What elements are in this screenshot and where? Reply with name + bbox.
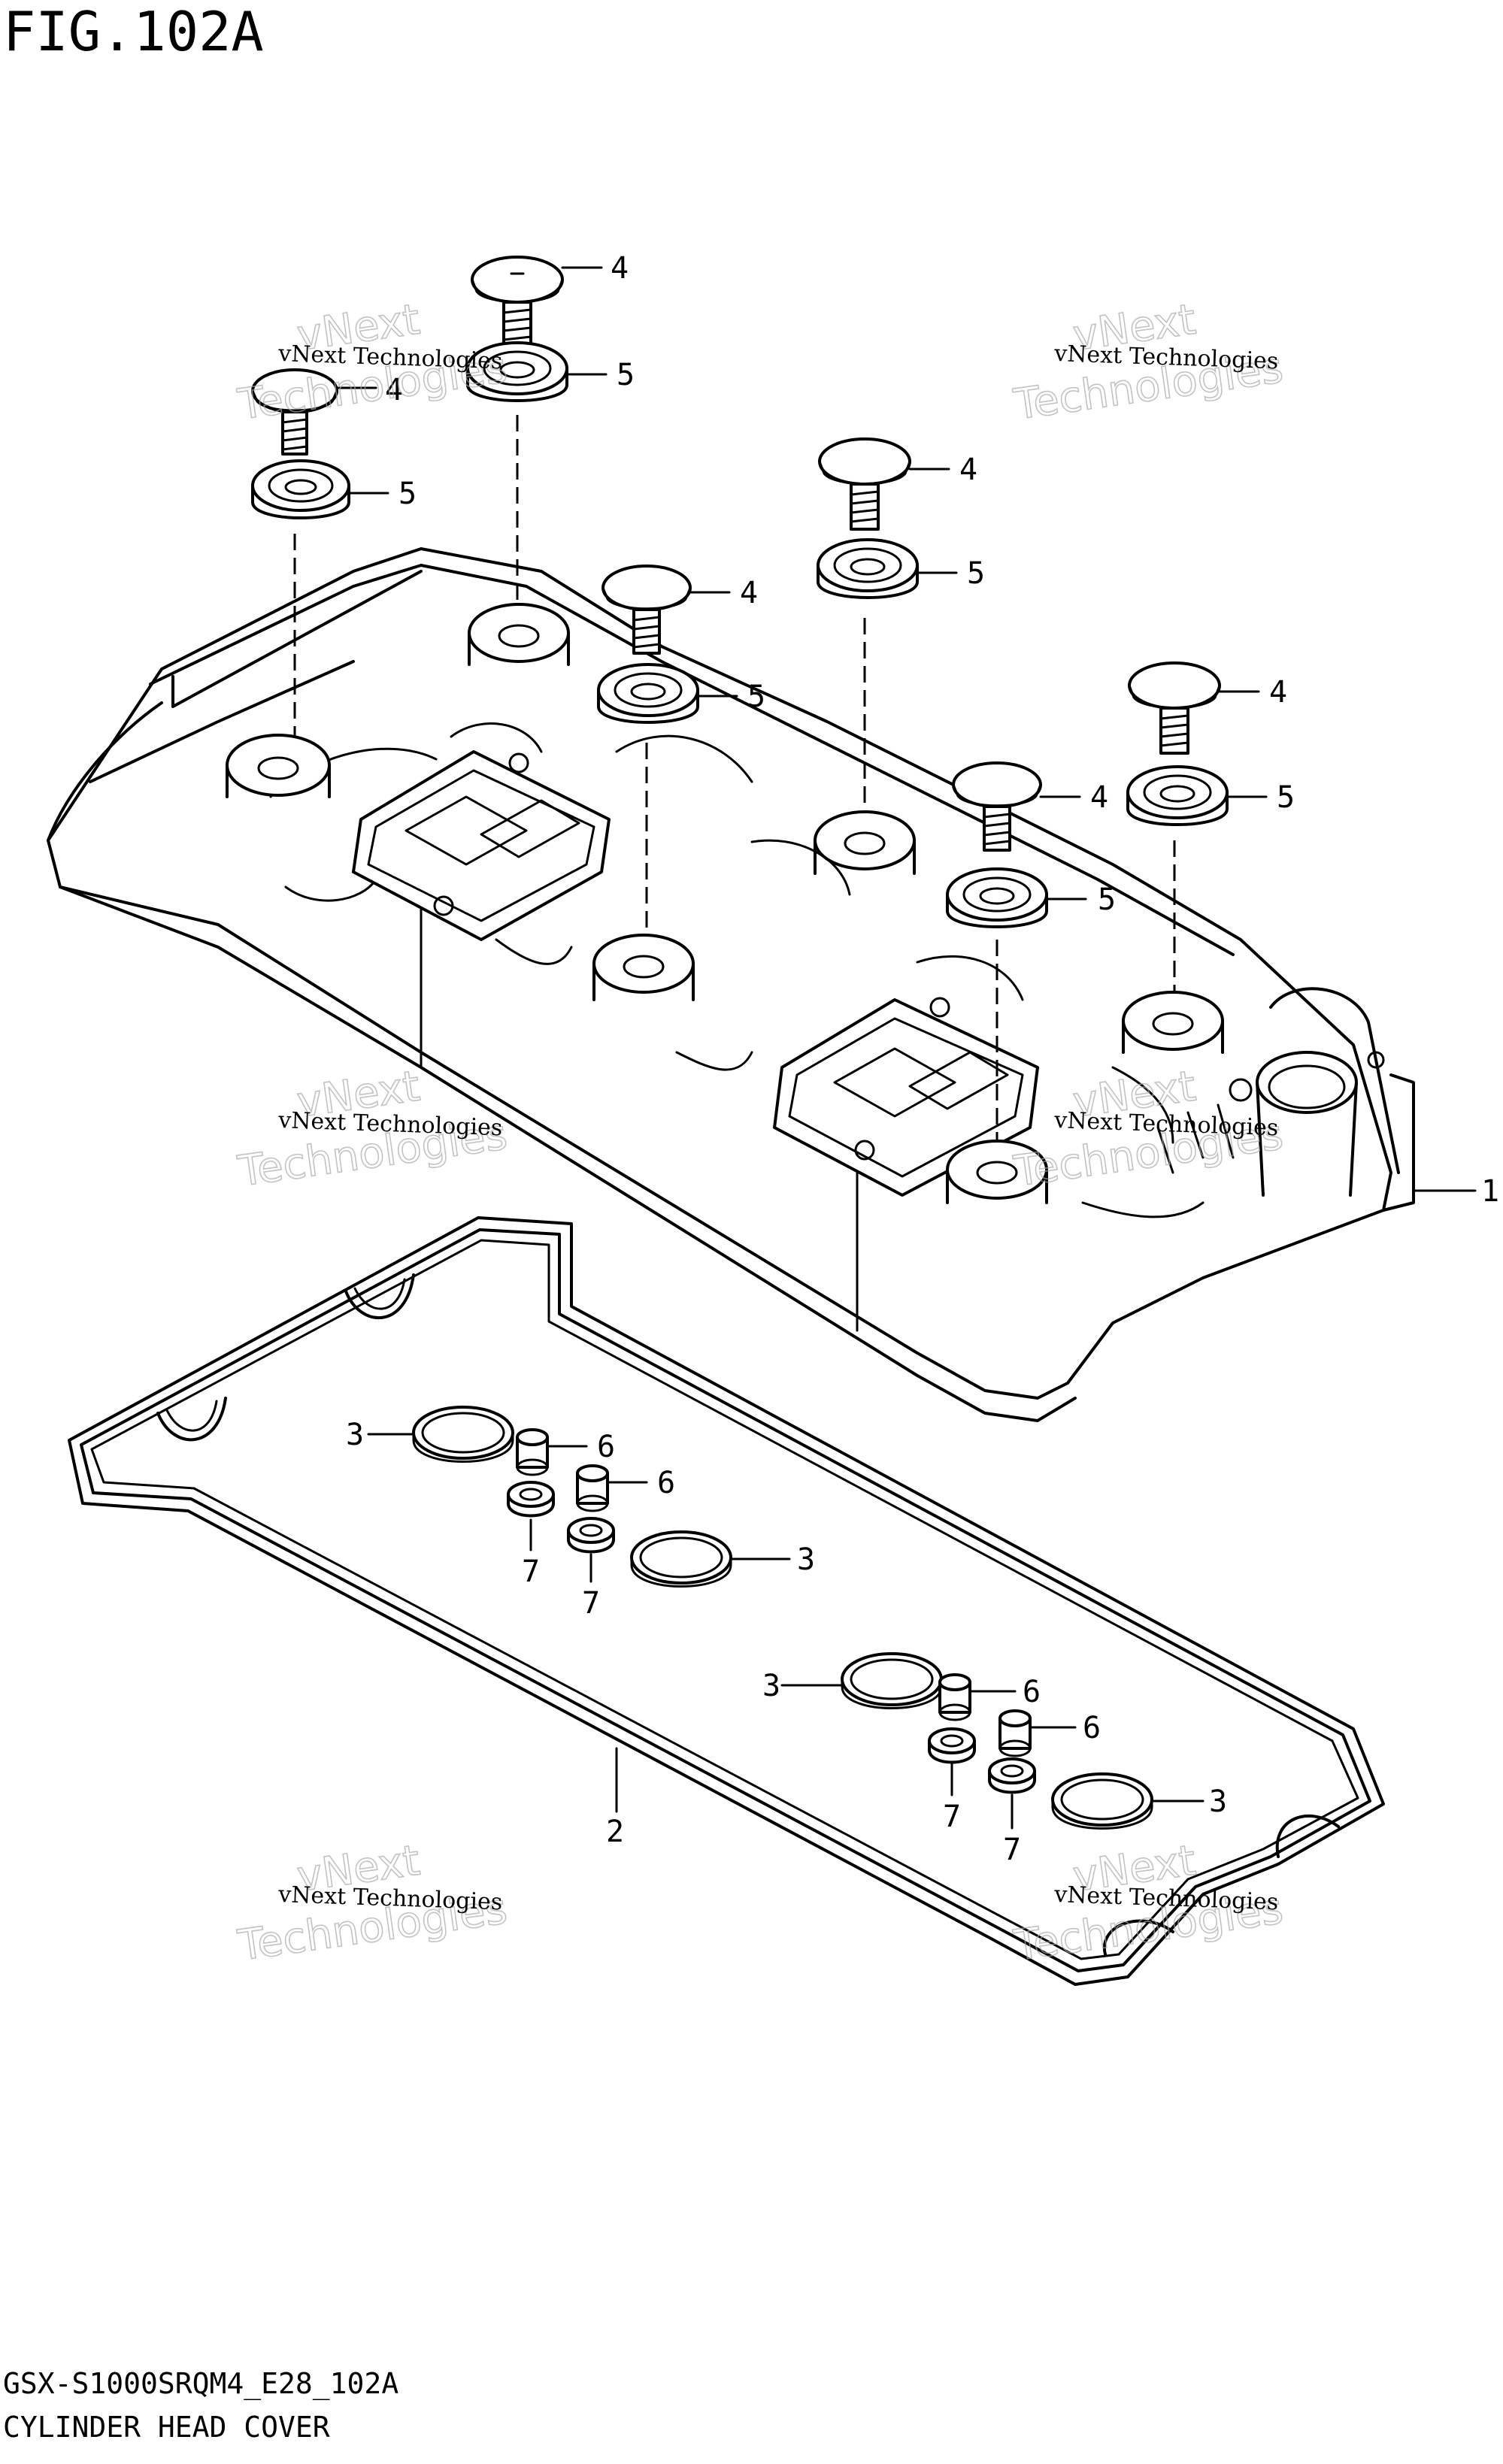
svg-text:vNext Technologies: vNext Technologies — [277, 1107, 503, 1141]
cover-boss — [946, 1140, 1048, 1204]
cover-boss — [226, 734, 331, 798]
callout-1: 1 — [1481, 1174, 1499, 1209]
callout-7: 7 — [1003, 1833, 1021, 1867]
svg-text:vNext Technologies: vNext Technologies — [1053, 341, 1279, 374]
watermark: vNext Technologies vNext Technologies — [1010, 295, 1286, 431]
small-seal — [988, 1757, 1036, 1794]
cover-bolt — [602, 565, 692, 655]
o-ring — [412, 1406, 514, 1463]
callout-4: 4 — [1269, 675, 1287, 710]
callout-3: 3 — [797, 1542, 815, 1577]
sealing-washer — [817, 538, 919, 599]
cover-bolt — [952, 761, 1042, 852]
dowel-pin — [576, 1464, 609, 1512]
callout-3: 3 — [762, 1669, 780, 1703]
small-seal — [567, 1517, 615, 1554]
o-ring — [1051, 1772, 1153, 1830]
cover-boss — [468, 603, 570, 666]
callout-6: 6 — [1083, 1711, 1101, 1745]
cover-gasket — [68, 1216, 1385, 1986]
watermark: vNext Technologies vNext Technologies — [234, 295, 511, 431]
small-seal — [507, 1481, 555, 1518]
sealing-washer — [251, 459, 350, 519]
callout-7: 7 — [582, 1586, 600, 1621]
callout-6: 6 — [657, 1466, 675, 1500]
plug-well-left — [352, 750, 611, 941]
cover-bolt — [1128, 661, 1221, 755]
callout-4: 4 — [385, 373, 403, 407]
callout-5: 5 — [398, 477, 417, 511]
svg-text:vNext Technologies: vNext Technologies — [1053, 1881, 1279, 1915]
callout-5: 5 — [617, 358, 635, 392]
o-ring — [841, 1652, 943, 1709]
small-seal — [928, 1727, 976, 1764]
callout-3: 3 — [1209, 1784, 1227, 1819]
callout-6: 6 — [597, 1430, 615, 1464]
callout-6: 6 — [1023, 1675, 1041, 1709]
svg-text:vNext Technologies: vNext Technologies — [277, 341, 503, 374]
cover-boss — [1122, 991, 1224, 1054]
callout-5: 5 — [747, 680, 765, 714]
callout-4: 4 — [611, 251, 629, 286]
dowel-pin — [516, 1428, 549, 1476]
callout-2: 2 — [606, 1815, 624, 1849]
dowel-pin — [998, 1709, 1032, 1757]
sealing-washer — [597, 663, 699, 724]
callout-4: 4 — [1090, 780, 1108, 815]
model-code: GSX-S1000SRQM4_E28_102A — [3, 2367, 399, 2400]
callout-7: 7 — [522, 1554, 540, 1589]
callout-5: 5 — [1277, 780, 1295, 815]
callout-4: 4 — [740, 576, 758, 610]
o-ring — [630, 1530, 732, 1588]
leader-lines — [335, 266, 1477, 1830]
svg-text:vNext Technologies: vNext Technologies — [277, 1881, 503, 1915]
callout-7: 7 — [943, 1800, 961, 1834]
callout-5: 5 — [967, 556, 985, 591]
cover-boss — [592, 934, 695, 1001]
watermark: vNext Technologies vNext Technologies — [1010, 1836, 1286, 1972]
callout-4: 4 — [959, 453, 977, 487]
figure-title: FIG.102A — [3, 0, 264, 63]
assembly-name: CYLINDER HEAD COVER — [3, 2411, 330, 2444]
sealing-washer — [466, 341, 568, 402]
cover-boss — [814, 810, 916, 875]
cover-bolt — [251, 368, 338, 456]
assembly-lines — [293, 415, 1176, 1143]
sealing-washer — [946, 867, 1048, 928]
cylinder-head-cover — [47, 547, 1415, 1422]
callout-5: 5 — [1098, 882, 1116, 917]
watermark: vNext Technologies vNext Technologies — [234, 1836, 511, 1972]
cover-bolt — [471, 256, 564, 349]
cover-bolt — [818, 437, 911, 531]
sealing-washer — [1126, 765, 1229, 826]
callout-3: 3 — [346, 1418, 364, 1452]
dowel-pin — [938, 1673, 971, 1721]
